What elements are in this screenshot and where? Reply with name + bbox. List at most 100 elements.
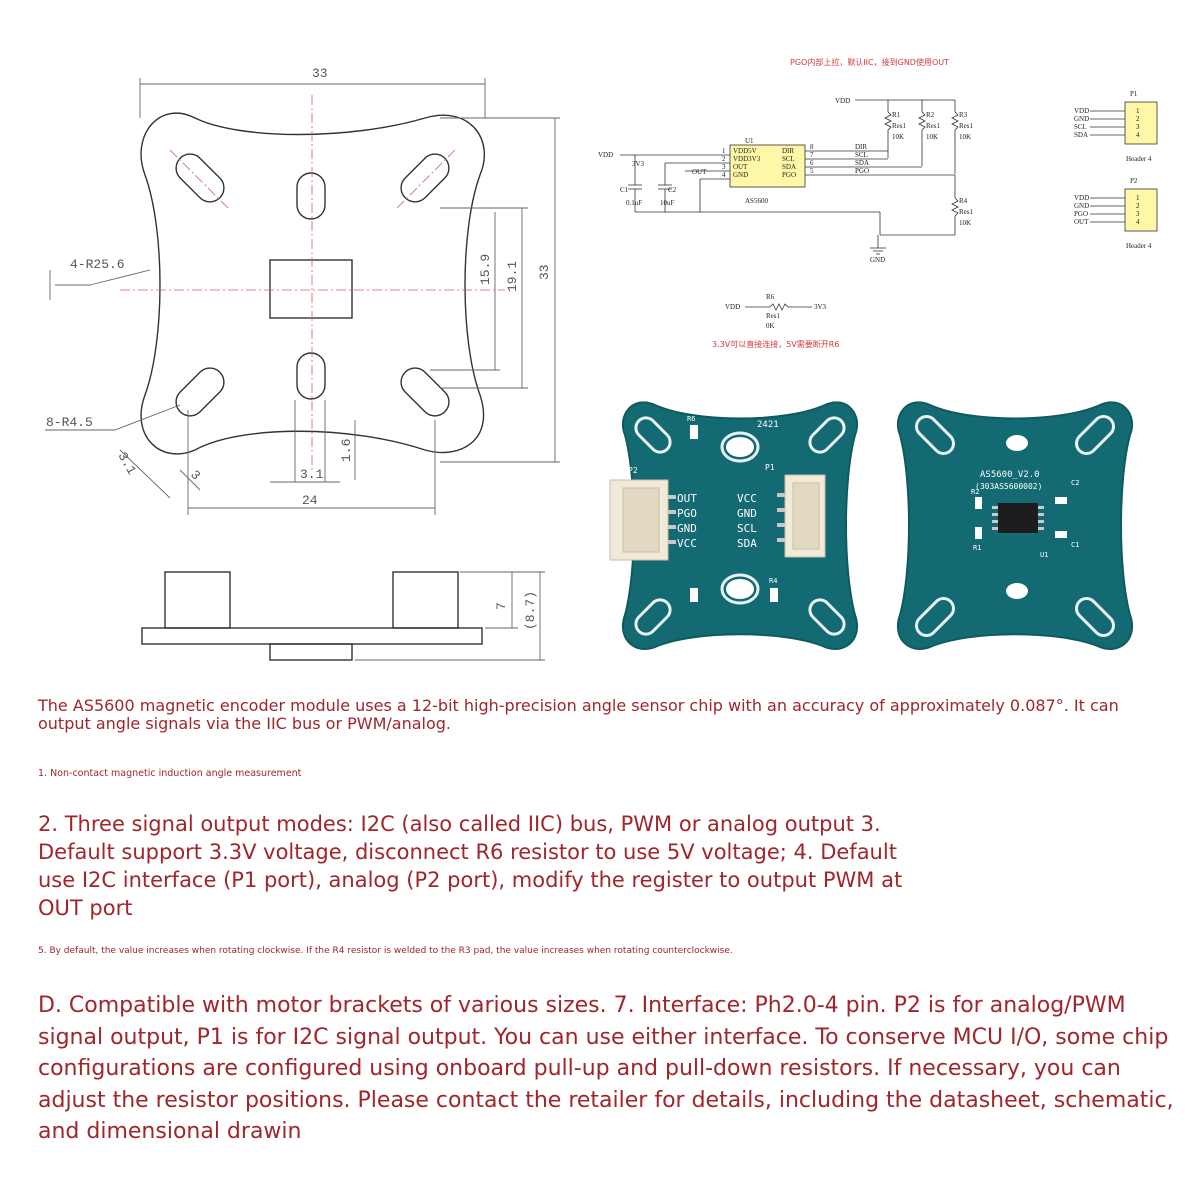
c1-value: 0.1uF (626, 199, 642, 207)
dim-8-r4-5: 8-R4.5 (46, 415, 93, 430)
front-label-pgo: PGO (677, 507, 697, 520)
dim-3-1-mid: 3.1 (300, 467, 324, 482)
pin-l2: VDD3V3 (733, 155, 761, 163)
out-label: OUT (692, 168, 707, 176)
r6-res: Res1 (766, 312, 781, 320)
p1-label: P1 (1130, 90, 1138, 98)
dim-15-9: 15.9 (478, 254, 493, 285)
front-label-vcc: VCC (677, 537, 697, 550)
back-c1: C1 (1071, 541, 1079, 549)
p2-pin3: PGO (1074, 210, 1088, 218)
dim-19-1: 19.1 (505, 261, 520, 292)
front-code: 2421 (757, 420, 779, 430)
r1-label: R1 (892, 111, 901, 119)
p1-num1: 1 (1136, 107, 1140, 115)
dimension-drawing: 33 33 19.1 15.9 4-R25.6 8-R4.5 3.1 3 3.1… (45, 66, 560, 661)
r1-res: Res1 (892, 122, 907, 130)
net-scl: SCL (855, 151, 868, 159)
front-label-gnd: GND (677, 522, 697, 535)
back-r1: R1 (973, 544, 981, 552)
front-p1: P1 (765, 463, 775, 472)
pin-l2-num: 2 (722, 155, 726, 163)
dim-33-side: 33 (537, 264, 552, 280)
p2-num3: 3 (1136, 210, 1140, 218)
p1-pin3: SCL (1074, 123, 1087, 131)
feature-2-4: 2. Three signal output modes: I2C (also … (38, 812, 903, 920)
c1-label: C1 (620, 186, 629, 194)
pin-r8-num: 8 (810, 143, 814, 151)
back-title: AS5600_V2.0 (980, 470, 1040, 480)
vdd-label: VDD (598, 151, 613, 159)
back-c2: C2 (1071, 479, 1079, 487)
front-label-vcc-r: VCC (737, 492, 757, 505)
dim-24: 24 (302, 493, 318, 508)
r6-vdd-label: VDD (725, 303, 740, 311)
schematic-note-bottom: 3.3V可以直接连接，5V需要断开R6 (712, 339, 839, 349)
intro-text: The AS5600 magnetic encoder module uses … (38, 696, 1119, 733)
r1-value: 10K (892, 133, 904, 141)
gnd-label: GND (870, 256, 885, 264)
chip-name: AS5600 (745, 197, 768, 205)
feature-5: 5. By default, the value increases when … (38, 946, 733, 956)
dim-1-6: 1.6 (339, 439, 354, 462)
front-label-gnd-r: GND (737, 507, 757, 520)
r6-value: 0K (766, 322, 775, 330)
pin-l3: OUT (733, 163, 748, 171)
dim-8-7: (8.7) (523, 591, 538, 630)
pin-r7: SCL (782, 155, 795, 163)
r3-label: R3 (959, 111, 968, 119)
net-sda: SDA (855, 159, 869, 167)
pin-r6-num: 6 (810, 159, 814, 167)
c2-value: 10uF (660, 199, 675, 207)
back-r2: R2 (971, 488, 979, 496)
dim-3: 3 (187, 467, 203, 483)
r2-value: 10K (926, 133, 938, 141)
r2-res: Res1 (926, 122, 941, 130)
r4-res: Res1 (959, 208, 974, 216)
p2-num4: 4 (1136, 218, 1140, 226)
front-label-scl: SCL (737, 522, 757, 535)
p1-pin2: GND (1074, 115, 1089, 123)
p1-num2: 2 (1136, 115, 1140, 123)
pin-r5: PGO (782, 171, 796, 179)
front-r4: R4 (769, 577, 777, 585)
dim-3-1-slot: 3.1 (115, 450, 140, 478)
v3-label: 3V3 (632, 160, 645, 168)
p2-pin1: VDD (1074, 194, 1089, 202)
r3-value: 10K (959, 133, 971, 141)
p2-num2: 2 (1136, 202, 1140, 210)
p2-num1: 1 (1136, 194, 1140, 202)
pcb-back: AS5600_V2.0 (303AS5600002) R2 R1 C2 C1 U… (897, 401, 1133, 650)
pin-l4-num: 4 (722, 171, 726, 179)
r6-3v3-label: 3V3 (814, 303, 827, 311)
front-r6: R6 (687, 415, 695, 423)
r4-label: R4 (959, 197, 968, 205)
r4-value: 10K (959, 219, 971, 227)
back-u1: U1 (1040, 551, 1048, 559)
dim-7: 7 (494, 602, 509, 610)
net-pgo: PGO (855, 167, 869, 175)
r3-res: Res1 (959, 122, 974, 130)
vdd-top-label: VDD (835, 97, 850, 105)
front-label-sda: SDA (737, 537, 757, 550)
pcb-front: P2 P1 R6 R4 2421 OUT PGO GND VCC VCC GND… (609, 401, 858, 650)
dim-33-top: 33 (312, 66, 328, 81)
p1-pin4: SDA (1074, 131, 1088, 139)
front-p2: P2 (628, 466, 638, 475)
front-label-out: OUT (677, 492, 697, 505)
p2-pin4: OUT (1074, 218, 1089, 226)
p1-num4: 4 (1136, 131, 1140, 139)
p2-pin2: GND (1074, 202, 1089, 210)
pin-l1: VDD5V (733, 147, 757, 155)
p2-header: Header 4 (1126, 242, 1152, 250)
dim-4-r25-6: 4-R25.6 (70, 257, 125, 272)
p1-num3: 3 (1136, 123, 1140, 131)
schematic-note-top: PGO内部上拉，默认IIC，接到GND使用OUT (790, 57, 949, 67)
back-code: (303AS5600002) (975, 482, 1042, 491)
pcb-photo: P2 P1 R6 R4 2421 OUT PGO GND VCC VCC GND… (595, 385, 1175, 670)
feature-6-7: D. Compatible with motor brackets of var… (38, 993, 1174, 1144)
u1-label: U1 (745, 137, 754, 145)
schematic: PGO内部上拉，默认IIC，接到GND使用OUT (598, 57, 1158, 349)
feature-1: 1. Non-contact magnetic induction angle … (38, 768, 302, 779)
r2-label: R2 (926, 111, 935, 119)
